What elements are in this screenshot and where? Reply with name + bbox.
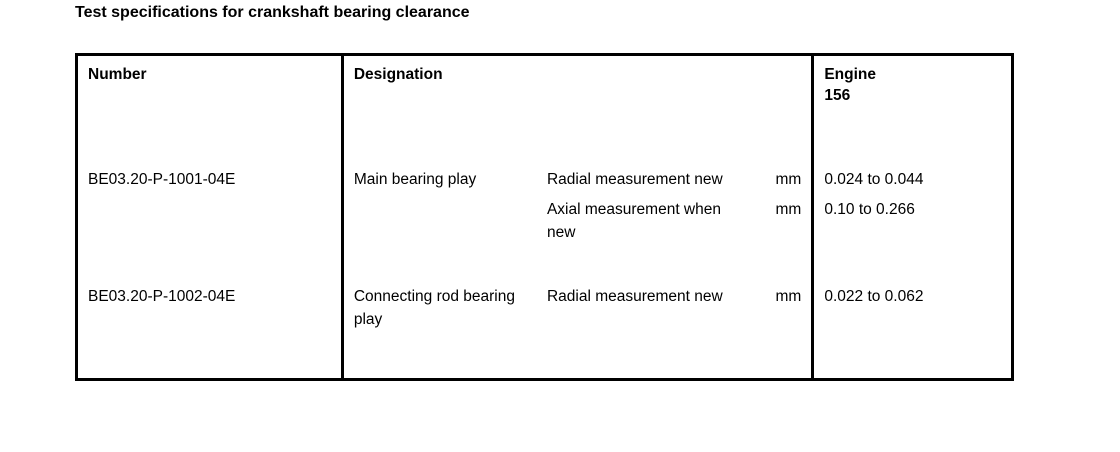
header-cell-number: Number [77,55,343,162]
value-designation: Connecting rod bearing play [353,288,515,328]
cell-designation: Main bearing play [342,161,537,278]
table-header-row: Number Designation Engine 156 [77,55,1013,162]
table-subrow: Axial measurement when new mm 0.10 to 0.… [77,191,1013,278]
value-designation: Main bearing play [353,171,477,188]
value-unit: mm [775,201,802,219]
header-cell-designation: Designation [342,55,813,162]
value-number: BE03.20-P-1001-04E [88,171,236,188]
header-label-designation: Designation [353,66,443,83]
table-row: BE03.20-P-1001-04E Main bearing play Rad… [77,161,1013,191]
header-label-engine-code: 156 [824,86,851,104]
value-measurement: 0.10 to 0.266 [824,201,915,219]
cell-measurement-value: 0.022 to 0.062 [813,278,1013,380]
cell-number: BE03.20-P-1002-04E [77,278,343,380]
value-parameter: Radial measurement new [546,288,723,306]
value-measurement: 0.022 to 0.062 [824,288,924,306]
page-title: Test specifications for crankshaft beari… [75,4,470,21]
cell-measurement-value: 0.10 to 0.266 [813,191,1013,278]
table-row: BE03.20-P-1002-04E Connecting rod bearin… [77,278,1013,380]
cell-measurement-value: 0.024 to 0.044 [813,161,1013,191]
cell-designation: Connecting rod bearing play [342,278,537,380]
value-parameter: Axial measurement when new [546,201,721,241]
cell-parameter: Radial measurement new mm [537,161,813,191]
header-cell-engine: Engine 156 [813,55,1013,162]
value-unit: mm [775,171,802,188]
cell-parameter: Radial measurement new mm [537,278,813,380]
header-label-engine: Engine [824,66,877,83]
header-label-number: Number [88,66,147,83]
value-measurement: 0.024 to 0.044 [824,171,924,188]
value-number: BE03.20-P-1002-04E [88,288,236,306]
value-unit: mm [775,288,802,306]
specifications-table: Number Designation Engine 156 BE03.20-P-… [75,53,1014,382]
cell-number: BE03.20-P-1001-04E [77,161,343,278]
cell-parameter: Axial measurement when new mm [537,191,813,278]
value-parameter: Radial measurement new [546,171,723,188]
